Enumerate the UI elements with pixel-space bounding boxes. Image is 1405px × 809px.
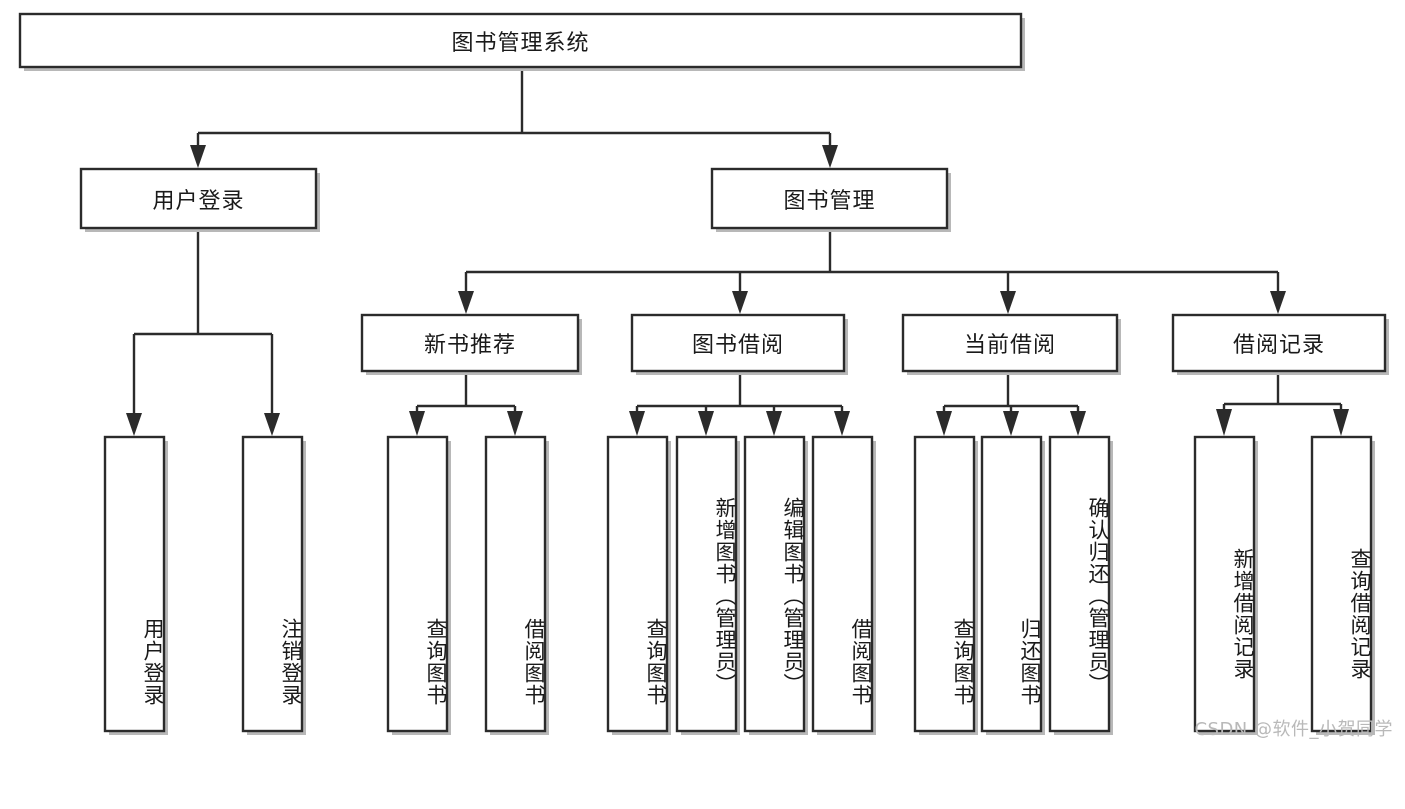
node-user-login[interactable] bbox=[79, 167, 320, 232]
node-book-manage[interactable] bbox=[710, 167, 951, 232]
node-leaf-query-book-1[interactable] bbox=[386, 435, 451, 735]
connector-currentborrow-to-leaves bbox=[936, 375, 1086, 436]
node-leaf-query-book-3[interactable] bbox=[913, 435, 978, 735]
node-root[interactable] bbox=[18, 12, 1025, 71]
flowchart-svg bbox=[18, 12, 1389, 735]
node-new-book-recommend[interactable] bbox=[360, 313, 582, 375]
connector-root-to-level2 bbox=[190, 67, 838, 168]
node-leaf-add-record[interactable] bbox=[1193, 435, 1258, 735]
connector-booked-to-level3 bbox=[458, 232, 1286, 314]
node-leaf-return-book[interactable] bbox=[980, 435, 1045, 735]
node-book-borrow[interactable] bbox=[630, 313, 848, 375]
connector-userlogin-to-leaves bbox=[126, 232, 280, 436]
node-leaf-query-book-2[interactable] bbox=[606, 435, 671, 735]
node-current-borrow[interactable] bbox=[901, 313, 1121, 375]
node-leaf-query-record[interactable] bbox=[1310, 435, 1375, 735]
node-leaf-add-book[interactable] bbox=[675, 435, 740, 735]
node-borrow-record[interactable] bbox=[1171, 313, 1389, 375]
connector-borrowrecord-to-leaves bbox=[1216, 375, 1349, 436]
node-leaf-confirm-return[interactable] bbox=[1048, 435, 1113, 735]
node-leaf-borrow-book-2[interactable] bbox=[811, 435, 876, 735]
node-leaf-edit-book[interactable] bbox=[743, 435, 808, 735]
connector-newbook-to-leaves bbox=[409, 375, 523, 436]
node-leaf-borrow-book-1[interactable] bbox=[484, 435, 549, 735]
connector-bookborrow-to-leaves bbox=[629, 375, 850, 436]
node-leaf-user-login[interactable] bbox=[103, 435, 168, 735]
flowchart-canvas: 图书管理系统 用户登录 图书管理 新书推荐 图书借阅 当前借阅 借阅记录 用户登… bbox=[18, 12, 1393, 740]
node-leaf-logout[interactable] bbox=[241, 435, 306, 735]
